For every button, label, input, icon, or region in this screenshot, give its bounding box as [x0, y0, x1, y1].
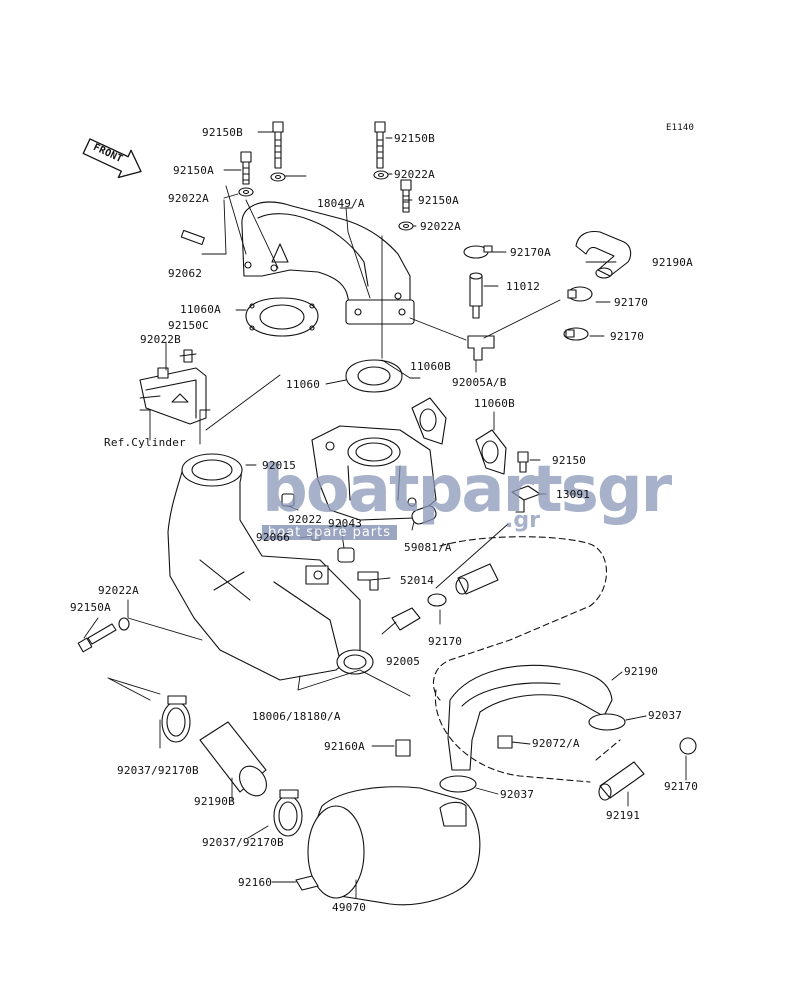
gasket-11060B-upper-icon — [411, 397, 447, 445]
bolt-92150B-left-icon — [272, 121, 284, 169]
pad-icons — [295, 739, 411, 891]
part-label[interactable]: 92037/92170B — [202, 836, 284, 849]
part-label[interactable]: 92150B — [202, 126, 243, 139]
part-label[interactable]: 92062 — [168, 267, 203, 280]
hose-92190B-icon — [199, 721, 267, 797]
part-label[interactable]: 92170 — [614, 296, 649, 309]
part-label[interactable]: 92170 — [610, 330, 645, 343]
part-label[interactable]: 92190 — [624, 665, 659, 678]
part-label[interactable]: 11060A — [180, 303, 221, 316]
part-label[interactable]: 92072/A — [532, 737, 580, 750]
part-label[interactable]: 92150C — [168, 319, 209, 332]
part-label[interactable]: 92190B — [194, 795, 235, 808]
part-label[interactable]: 92150A — [173, 164, 214, 177]
watermark-tld: .gr — [505, 508, 540, 533]
part-label[interactable]: 92037 — [500, 788, 535, 801]
ref-cylinder-label: Ref.Cylinder — [104, 436, 186, 449]
gasket-11060-icon — [345, 359, 403, 393]
bolt-92150B-right-icon — [374, 121, 386, 169]
stud-92062-icon — [180, 229, 205, 246]
hose-92190-icon — [447, 664, 613, 771]
gasket-11060A-icon — [245, 297, 319, 337]
expansion-chamber-icon — [167, 453, 374, 681]
bolt-92150A-lower-icon — [77, 617, 130, 653]
part-label[interactable]: 92022A — [420, 220, 461, 233]
part-label[interactable]: 11060B — [474, 397, 515, 410]
part-label[interactable]: 49070 — [332, 901, 367, 914]
part-label[interactable]: 92150 — [552, 454, 587, 467]
cylinder-bracket-icon — [139, 349, 207, 425]
leader-lines — [83, 131, 687, 899]
part-label[interactable]: 92066 — [256, 531, 291, 544]
part-label[interactable]: 92022A — [98, 584, 139, 597]
part-label[interactable]: 18049/A — [317, 197, 365, 210]
bolt-92150A-right-icon — [400, 179, 412, 213]
clamp-92037-left-icon — [161, 695, 191, 743]
part-label[interactable]: 59081/A — [404, 541, 452, 554]
muffler-icon — [307, 786, 481, 906]
part-label[interactable]: 92191 — [606, 809, 641, 822]
part-label[interactable]: 92037 — [648, 709, 683, 722]
watermark-logo: boatpartsgr — [262, 453, 672, 527]
part-label[interactable]: 92160A — [324, 740, 365, 753]
watermark-subtitle: boat spare parts — [262, 525, 398, 540]
part-label[interactable]: 92022A — [168, 192, 209, 205]
part-label[interactable]: 13091 — [556, 488, 591, 501]
part-label[interactable]: 92150A — [418, 194, 459, 207]
part-label[interactable]: 92005 — [386, 655, 421, 668]
gasket-11060B-lower-icon — [475, 429, 507, 475]
part-label[interactable]: 92043 — [328, 517, 363, 530]
part-label[interactable]: 92190A — [652, 256, 693, 269]
part-label[interactable]: 11012 — [506, 280, 541, 293]
exhaust-manifold-icon — [241, 201, 415, 325]
exhaust-elbow-icon — [311, 425, 437, 525]
clamp-lower-icons — [427, 593, 697, 793]
part-label[interactable]: 18006/18180/A — [252, 710, 341, 723]
hose-92190A-icon — [575, 230, 632, 279]
part-label[interactable]: 11060 — [286, 378, 321, 391]
diagram-code: E1140 — [666, 123, 695, 133]
washer-icons — [238, 170, 414, 231]
part-label[interactable]: 92160 — [238, 876, 273, 889]
part-label[interactable]: 92170A — [510, 246, 551, 259]
part-label[interactable]: 92005A/B — [452, 376, 507, 389]
part-label[interactable]: 92015 — [262, 459, 297, 472]
tee-fitting-icon — [467, 272, 495, 361]
hose-region-dashed-outline — [432, 536, 621, 783]
clamp-92037-right-icon — [273, 789, 303, 837]
hose-small-icons — [455, 563, 645, 801]
part-label[interactable]: 92022A — [394, 168, 435, 181]
hose-clamp-icons — [463, 245, 593, 341]
part-label[interactable]: 52014 — [400, 574, 435, 587]
part-label[interactable]: 92150B — [394, 132, 435, 145]
part-label[interactable]: 92170 — [664, 780, 699, 793]
bolt-92150-icon — [517, 451, 529, 473]
part-label[interactable]: 92170 — [428, 635, 463, 648]
bolt-92150A-left-icon — [240, 151, 252, 185]
part-label[interactable]: 92022B — [140, 333, 181, 346]
part-label[interactable]: 11060B — [410, 360, 451, 373]
front-arrow-icon — [82, 138, 142, 179]
part-label[interactable]: 92022 — [288, 513, 323, 526]
part-label[interactable]: 92150A — [70, 601, 111, 614]
part-label[interactable]: 92037/92170B — [117, 764, 199, 777]
